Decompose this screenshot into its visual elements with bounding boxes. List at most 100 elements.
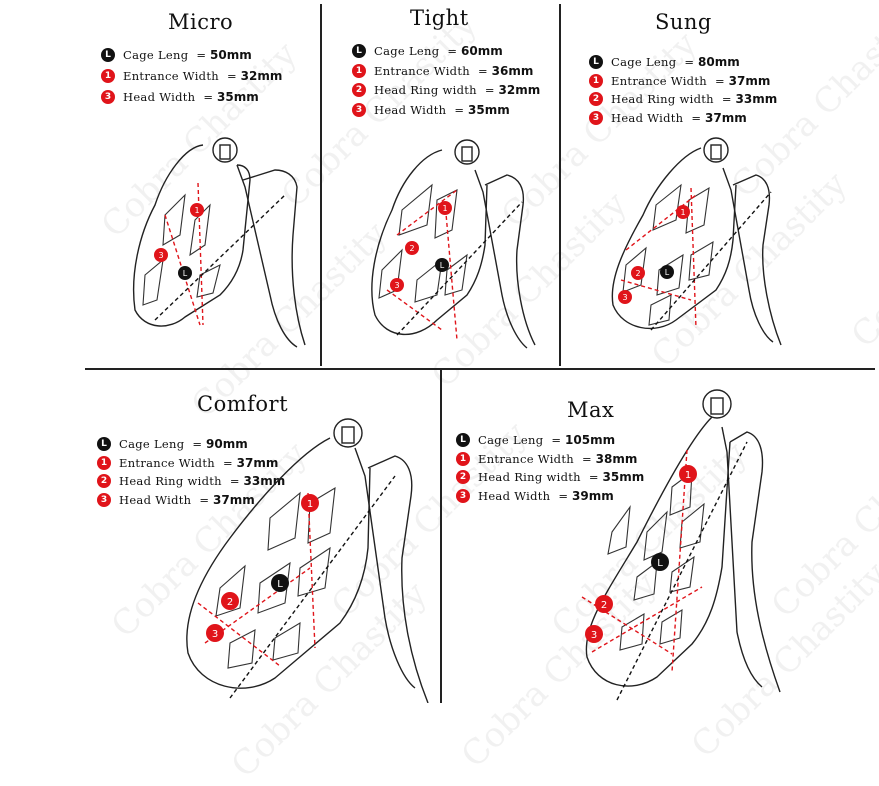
spec-equals: = [558, 488, 569, 503]
svg-text:1: 1 [442, 204, 447, 213]
watermark-text: Cobra Chastity [843, 144, 879, 356]
cage-diagram: 1 2 3 L [581, 389, 781, 701]
spec-equals: = [454, 102, 465, 117]
spec-value: 32mm [498, 83, 541, 97]
cage-diagram: 1 2 3 L [186, 418, 429, 703]
spec-equals: = [588, 470, 599, 484]
svg-text:1: 1 [194, 206, 199, 215]
spec-label: Entrance Width [374, 63, 470, 78]
spec-equals: = [684, 55, 695, 69]
spec-equals: = [714, 73, 725, 88]
spec-label: Cage Leng [478, 433, 544, 447]
spec-equals: = [477, 63, 488, 78]
panel-title: Tight [410, 6, 469, 30]
measure-marker-badge: 2 [456, 470, 470, 484]
spec-value: 37mm [213, 492, 255, 507]
measure-marker-badge: 3 [589, 110, 603, 125]
spec-row: L Cage Leng =105mm [456, 433, 615, 447]
svg-text:3: 3 [591, 630, 597, 641]
svg-text:1: 1 [307, 499, 313, 510]
spec-equals: = [484, 83, 495, 97]
spec-label: Cage Leng [611, 55, 677, 69]
divider-top-1 [320, 4, 322, 366]
svg-text:3: 3 [158, 251, 163, 260]
divider-horizontal [85, 368, 875, 370]
spec-equals: = [203, 90, 214, 104]
spec-label: Cage Leng [374, 44, 440, 58]
svg-text:3: 3 [212, 629, 218, 640]
measure-marker-badge: 1 [101, 69, 115, 83]
svg-text:2: 2 [601, 600, 607, 611]
cage-diagram: 1 2 3 L [371, 139, 536, 349]
spec-value: 39mm [572, 488, 614, 503]
svg-text:L: L [665, 268, 670, 277]
spec-equals: = [551, 433, 562, 447]
svg-text:L: L [277, 579, 283, 590]
spec-value: 90mm [206, 437, 248, 451]
spec-label: Entrance Width [611, 73, 707, 88]
panel-title: Micro [168, 10, 234, 34]
spec-value: 80mm [698, 55, 740, 69]
spec-value: 35mm [217, 90, 259, 104]
measure-marker-badge: 2 [352, 83, 366, 97]
spec-value: 38mm [595, 451, 638, 466]
measure-marker-badge: 3 [97, 492, 111, 507]
spec-equals: = [192, 437, 203, 451]
spec-label: Head Ring width [119, 474, 222, 488]
spec-value: 35mm [468, 102, 510, 117]
spec-value: 60mm [461, 44, 503, 58]
spec-label: Head Ring width [374, 83, 477, 97]
length-marker-badge: L [97, 437, 111, 451]
spec-label: Entrance Width [119, 455, 215, 470]
measure-marker-badge: 1 [456, 451, 470, 466]
spec-value: 105mm [565, 433, 616, 447]
spec-equals: = [199, 492, 210, 507]
spec-row: 3 Head Width =37mm [97, 492, 255, 507]
spec-value: 33mm [735, 92, 778, 106]
svg-text:2: 2 [635, 269, 640, 278]
spec-label: Head Width [119, 492, 192, 507]
panel-title: Comfort [197, 392, 289, 416]
spec-row: 2 Head Ring width =32mm [352, 83, 540, 97]
spec-label: Head Width [611, 110, 684, 125]
spec-equals: = [222, 455, 233, 470]
svg-text:3: 3 [394, 281, 399, 290]
length-marker-badge: L [352, 44, 366, 58]
svg-text:L: L [657, 558, 663, 569]
spec-equals: = [226, 69, 237, 83]
measure-marker-badge: 3 [101, 90, 115, 104]
cage-diagram: 1 3 L [132, 137, 306, 348]
spec-value: 50mm [210, 48, 252, 62]
spec-label: Entrance Width [123, 69, 219, 83]
svg-text:L: L [183, 269, 188, 278]
measure-marker-badge: 2 [589, 92, 603, 106]
spec-row: L Cage Leng =80mm [589, 55, 740, 69]
spec-label: Head Width [123, 90, 196, 104]
spec-label: Head Ring width [611, 92, 714, 106]
spec-row: 1 Entrance Width =37mm [97, 455, 279, 470]
spec-label: Head Width [478, 488, 551, 503]
measure-marker-badge: 2 [97, 474, 111, 488]
measure-marker-badge: 1 [97, 455, 111, 470]
measure-marker-badge: 1 [589, 73, 603, 88]
cage-diagram: 1 2 3 L [611, 137, 782, 346]
spec-equals: = [196, 48, 207, 62]
spec-value: 37mm [236, 455, 279, 470]
length-marker-badge: L [456, 433, 470, 447]
length-marker-badge: L [589, 55, 603, 69]
